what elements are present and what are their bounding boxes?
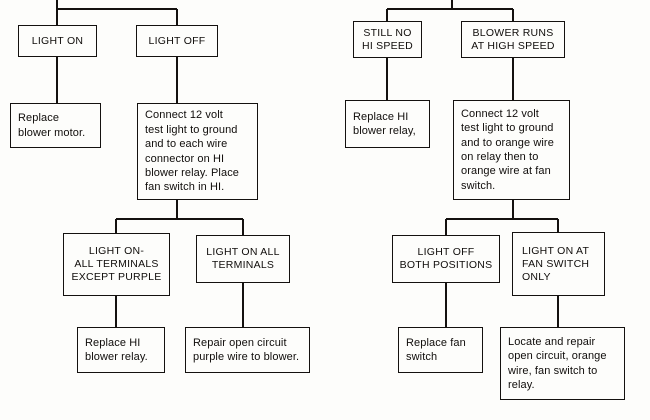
node-replace-hi-blower-relay-left[interactable]: Replace HI blower relay. [77, 327, 165, 373]
node-locate-repair-orange-wire-label: Locate and repair open circuit, orange w… [508, 335, 607, 391]
node-blower-runs-at-high-speed[interactable]: BLOWER RUNS AT HIGH SPEED [461, 21, 565, 58]
node-repair-purple-wire[interactable]: Repair open circuit purple wire to blowe… [185, 327, 310, 373]
node-light-on-all-terminals-label: LIGHT ON ALL TERMINALS [206, 246, 280, 271]
node-light-off-label: LIGHT OFF [148, 34, 206, 47]
node-replace-blower-motor[interactable]: Replace blower motor. [10, 103, 101, 148]
node-still-no-hi-speed-label: STILL NO HI SPEED [361, 26, 413, 52]
node-replace-fan-switch[interactable]: Replace fan switch [398, 327, 483, 373]
node-connect-test-light-hi-relay[interactable]: Connect 12 volt test light to ground and… [137, 103, 258, 200]
node-light-on-all-terminals-except-purple-label: LIGHT ON- ALL TERMINALS EXCEPT PURPLE [71, 245, 162, 283]
node-connect-test-light-hi-relay-label: Connect 12 volt test light to ground and… [145, 109, 240, 194]
node-light-on-all-terminals[interactable]: LIGHT ON ALL TERMINALS [196, 235, 290, 283]
node-replace-hi-blower-relay-right[interactable]: Replace HI blower relay, [345, 100, 430, 148]
node-light-on-at-fan-switch-only[interactable]: LIGHT ON AT FAN SWITCH ONLY [512, 232, 605, 296]
node-light-off-both-positions[interactable]: LIGHT OFF BOTH POSITIONS [392, 235, 500, 283]
node-replace-blower-motor-label: Replace blower motor. [18, 112, 86, 139]
node-replace-hi-blower-relay-right-label: Replace HI blower relay, [353, 110, 416, 138]
node-light-on-at-fan-switch-only-label: LIGHT ON AT FAN SWITCH ONLY [522, 244, 590, 283]
node-blower-runs-at-high-speed-label: BLOWER RUNS AT HIGH SPEED [471, 26, 555, 52]
node-replace-hi-blower-relay-left-label: Replace HI blower relay. [85, 336, 148, 364]
node-light-on[interactable]: LIGHT ON [18, 25, 97, 57]
node-light-on-all-terminals-except-purple[interactable]: LIGHT ON- ALL TERMINALS EXCEPT PURPLE [63, 233, 170, 296]
node-still-no-hi-speed[interactable]: STILL NO HI SPEED [353, 21, 422, 58]
node-light-on-label: LIGHT ON [31, 34, 84, 47]
node-locate-repair-orange-wire[interactable]: Locate and repair open circuit, orange w… [500, 327, 625, 400]
node-replace-fan-switch-label: Replace fan switch [406, 336, 466, 364]
node-light-off-both-positions-label: LIGHT OFF BOTH POSITIONS [399, 246, 493, 271]
node-connect-test-light-orange-wire-label: Connect 12 volt test light to ground and… [461, 107, 554, 192]
node-connect-test-light-orange-wire[interactable]: Connect 12 volt test light to ground and… [453, 100, 570, 200]
node-repair-purple-wire-label: Repair open circuit purple wire to blowe… [193, 336, 300, 364]
node-light-off[interactable]: LIGHT OFF [136, 25, 218, 57]
